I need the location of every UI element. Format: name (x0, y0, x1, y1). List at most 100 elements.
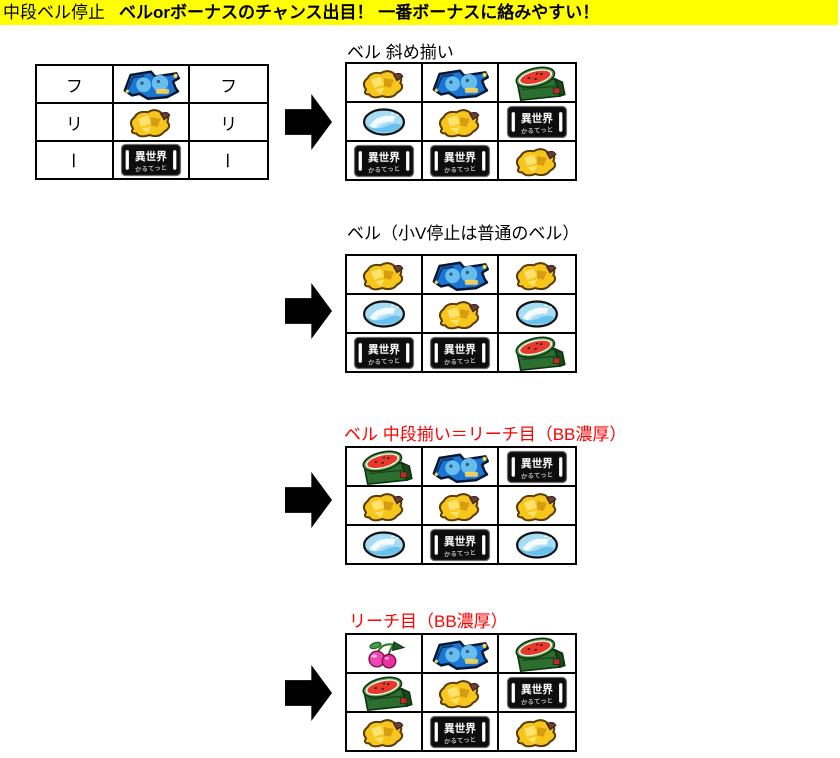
reel-cell-replay (499, 526, 575, 563)
reel-cell-replay (347, 103, 423, 142)
svg-text:異世界: 異世界 (444, 535, 476, 548)
svg-text:異世界: 異世界 (368, 343, 400, 356)
reel-cell-blue7 (423, 64, 499, 103)
reel-char: ー (62, 151, 82, 169)
source-reel-table: フ フリ リー 異世界 かるてっと ー (35, 64, 269, 180)
svg-text:かるてっと: かるてっと (368, 164, 401, 174)
svg-text:異世界: 異世界 (521, 457, 553, 470)
reel-cell-bell (423, 487, 499, 526)
reel-cell-blue7 (423, 256, 499, 295)
reel-cell-isekai: 異世界 かるてっと (423, 334, 499, 371)
gold-bell-icon (438, 108, 480, 137)
reel-cell-blue7 (423, 635, 499, 674)
gold-bell-icon (438, 492, 480, 521)
gold-bell-icon (515, 147, 557, 176)
section-label-reach: リーチ目（BB濃厚） (349, 612, 508, 631)
reel-cell-isekai: 異世界 かるてっと (499, 674, 575, 713)
gold-bell-icon (515, 492, 557, 521)
isekai-bar-icon: 異世界 かるてっと (120, 143, 182, 177)
replay-icon (363, 299, 405, 328)
svg-text:異世界: 異世界 (521, 112, 553, 125)
reel-cell-char: ー (37, 142, 114, 178)
reel-cell-cherry (347, 635, 423, 674)
section-label-middle-bell-reach: ベル 中段揃い＝リーチ目（BB濃厚） (344, 425, 627, 444)
reel-cell-isekai: 異世界 かるてっと (114, 142, 191, 178)
gold-bell-icon (129, 109, 171, 138)
svg-text:異世界: 異世界 (444, 343, 476, 356)
reel-cell-bell (347, 256, 423, 295)
reel-cell-isekai: 異世界 かるてっと (347, 334, 423, 371)
reel-cell-char: フ (190, 66, 267, 104)
gold-bell-icon (362, 69, 404, 98)
replay-icon (516, 299, 558, 328)
gold-bell-icon (362, 718, 404, 747)
reel-cell-bell (347, 713, 423, 750)
header-text-normal: 中段ベル停止 (3, 3, 105, 22)
reel-cell-bell (499, 256, 575, 295)
result-grid-diagonal-bell: 異世界 かるてっと 異世界 かるてっと 異世界 かるてっと (345, 62, 577, 181)
header-banner: 中段ベル停止 ベルorボーナスのチャンス出目！ 一番ボーナスに絡みやすい！ (0, 0, 838, 25)
replay-icon (516, 530, 558, 559)
blue-seven-icon (432, 640, 490, 670)
isekai-bar-icon: 異世界 かるてっと (506, 105, 568, 138)
reel-cell-isekai: 異世界 かるてっと (499, 103, 575, 142)
reel-cell-char: リ (190, 104, 267, 142)
reel-cell-bell (499, 713, 575, 750)
gold-bell-icon (515, 261, 557, 290)
svg-text:かるてっと: かるてっと (135, 164, 168, 174)
reel-cell-bell (499, 142, 575, 179)
reel-cell-isekai: 異世界 かるてっと (423, 526, 499, 563)
gold-bell-icon (362, 261, 404, 290)
gold-bell-icon (438, 300, 480, 329)
svg-text:かるてっと: かるてっと (368, 356, 401, 366)
reel-char: ー (217, 151, 237, 169)
blue-seven-icon (432, 453, 490, 483)
reel-cell-melon (347, 674, 423, 713)
right-arrow-icon (285, 665, 332, 721)
replay-icon (363, 107, 405, 136)
reel-cell-isekai: 異世界 かるてっと (423, 713, 499, 750)
gold-bell-icon (438, 679, 480, 708)
svg-text:かるてっと: かるてっと (444, 356, 477, 366)
svg-text:かるてっと: かるてっと (521, 125, 554, 135)
isekai-bar-icon: 異世界 かるてっと (506, 450, 568, 483)
watermelon-icon (362, 676, 413, 711)
svg-text:かるてっと: かるてっと (444, 735, 477, 745)
svg-text:かるてっと: かるてっと (444, 164, 477, 174)
isekai-bar-icon: 異世界 かるてっと (429, 715, 491, 748)
reel-char: リ (220, 114, 238, 134)
isekai-bar-icon: 異世界 かるてっと (429, 144, 491, 177)
watermelon-icon (515, 637, 566, 672)
reel-cell-bell (499, 487, 575, 526)
svg-text:かるてっと: かるてっと (444, 548, 477, 558)
reel-cell-replay (499, 295, 575, 334)
svg-text:異世界: 異世界 (521, 683, 553, 696)
isekai-bar-icon: 異世界 かるてっと (506, 676, 568, 709)
result-grid-middle-bell-reach: 異世界 かるてっと 異世界 かるてっと (345, 446, 577, 565)
svg-text:かるてっと: かるてっと (521, 470, 554, 480)
reel-cell-char: フ (37, 66, 114, 104)
result-grid-reach: 異世界 かるてっと 異世界 かるてっと (345, 633, 577, 752)
reel-cell-melon (499, 64, 575, 103)
gold-bell-icon (362, 492, 404, 521)
reel-cell-isekai: 異世界 かるてっと (499, 448, 575, 487)
isekai-bar-icon: 異世界 かるてっと (353, 144, 415, 177)
watermelon-icon (515, 66, 566, 101)
blue-seven-icon (432, 69, 490, 99)
isekai-bar-icon: 異世界 かるてっと (353, 336, 415, 369)
reel-cell-isekai: 異世界 かるてっと (347, 142, 423, 179)
reel-cell-melon (499, 635, 575, 674)
watermelon-icon (362, 450, 413, 485)
svg-text:異世界: 異世界 (368, 151, 400, 164)
reel-cell-isekai: 異世界 かるてっと (423, 142, 499, 179)
reel-cell-bell (423, 674, 499, 713)
svg-text:かるてっと: かるてっと (521, 696, 554, 706)
reel-cell-melon (499, 334, 575, 371)
section-label-small-v-bell: ベル（小V停止は普通のベル） (347, 224, 580, 243)
reel-cell-char: リ (37, 104, 114, 142)
reel-cell-char: ー (190, 142, 267, 178)
blue-seven-icon (123, 70, 181, 100)
reel-cell-bell (423, 103, 499, 142)
result-grid-small-v-bell: 異世界 かるてっと 異世界 かるてっと (345, 254, 577, 373)
